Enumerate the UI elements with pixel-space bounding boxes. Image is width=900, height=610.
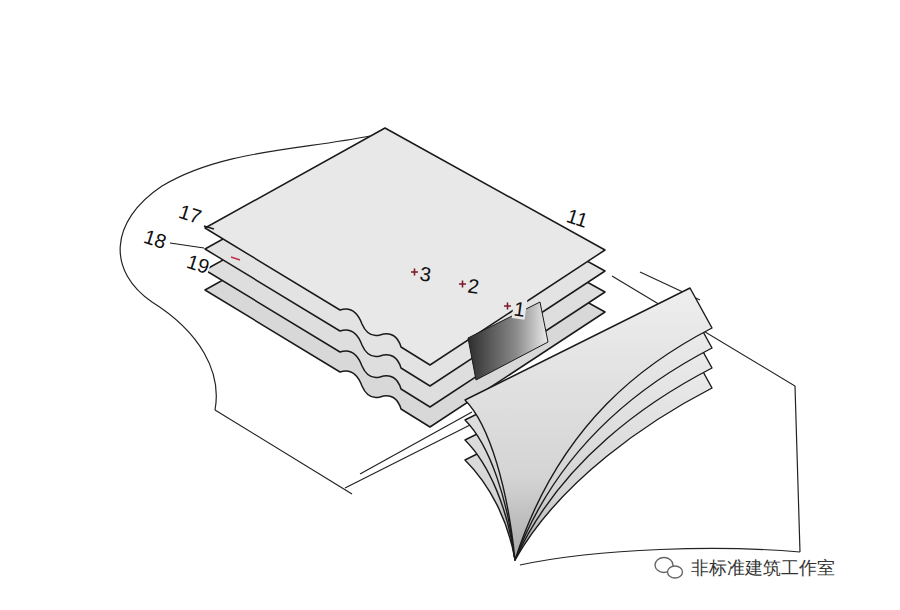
wechat-icon xyxy=(655,558,683,579)
page-edge xyxy=(215,410,352,494)
plus-marker xyxy=(411,269,418,276)
callout-number: 11 xyxy=(563,205,591,231)
curled-sheets xyxy=(465,288,712,560)
callout-number: 3 xyxy=(418,263,434,285)
leader-line xyxy=(170,243,204,248)
callout-number: 19 xyxy=(184,251,213,278)
callout-number: 2 xyxy=(466,275,482,297)
curled-sheet-top xyxy=(465,288,712,560)
polarity-markers xyxy=(231,257,511,310)
watermark-text: 非标准建筑工作室 xyxy=(690,559,836,577)
plus-marker xyxy=(504,303,511,310)
plus-marker xyxy=(459,281,466,288)
callout-number: 1 xyxy=(512,298,528,320)
callout-number: 18 xyxy=(141,226,170,253)
page-fold-line xyxy=(345,424,472,488)
page-fold-line xyxy=(360,412,472,474)
minus-marker xyxy=(231,257,240,260)
leader-line xyxy=(204,226,214,229)
callout-number: 17 xyxy=(176,201,205,228)
chat-bubble xyxy=(668,566,683,578)
